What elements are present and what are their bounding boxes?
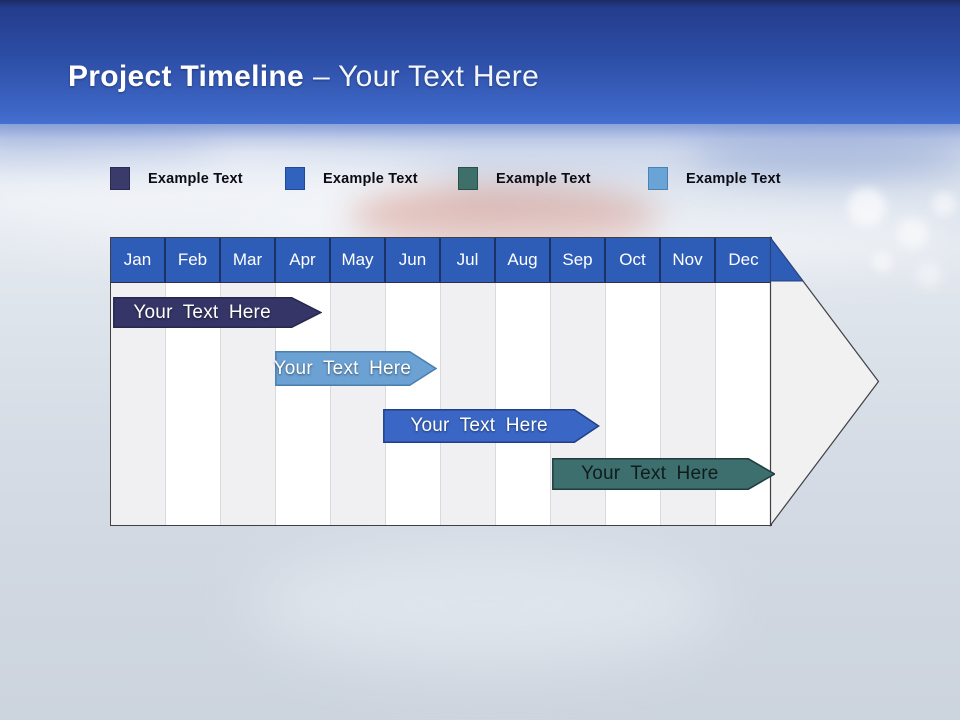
bokeh-light-1 [848,188,886,226]
grid-column-5 [331,283,386,525]
month-cell-aug: Aug [496,238,551,282]
month-cell-jan: Jan [111,238,166,282]
grid-column-8 [496,283,551,525]
month-cell-jul: Jul [441,238,496,282]
month-cell-mar: Mar [221,238,276,282]
month-cell-feb: Feb [166,238,221,282]
background-smudge-left [0,126,220,170]
month-cell-jun: Jun [386,238,441,282]
month-cell-dec: Dec [716,238,771,282]
legend-item-2: Example Text [285,167,418,190]
arrowhead-shape [769,236,880,527]
legend-swatch-4 [648,167,668,190]
legend-swatch-2 [285,167,305,190]
legend-label-1: Example Text [148,170,243,187]
title-band-fade [0,124,960,152]
legend-swatch-3 [458,167,478,190]
legend-label-2: Example Text [323,170,418,187]
grid-column-2 [166,283,221,525]
slide-title: Project Timeline – Your Text Here [68,60,539,94]
title-band [0,0,960,124]
grid-column-1 [111,283,166,525]
month-cell-oct: Oct [606,238,661,282]
legend-item-3: Example Text [458,167,591,190]
grid-column-6 [386,283,441,525]
grid-column-9 [551,283,606,525]
legend-label-3: Example Text [496,170,591,187]
month-cell-sep: Sep [551,238,606,282]
grid-column-10 [606,283,661,525]
legend-label-4: Example Text [686,170,781,187]
grid-column-7 [441,283,496,525]
background-wave-1 [0,148,460,243]
legend-item-4: Example Text [648,167,781,190]
grid-column-4 [276,283,331,525]
month-cell-may: May [331,238,386,282]
grid-column-3 [221,283,276,525]
legend-item-1: Example Text [110,167,243,190]
month-cell-apr: Apr [276,238,331,282]
background-bottom-glow [250,545,720,665]
legend-swatch-1 [110,167,130,190]
title-main: Project Timeline [68,60,304,93]
title-subtitle: – Your Text Here [313,60,540,93]
grid-column-12 [716,283,771,525]
grid-column-11 [661,283,716,525]
bokeh-light-3 [932,192,956,216]
month-cell-nov: Nov [661,238,716,282]
timeline-grid [111,283,771,525]
